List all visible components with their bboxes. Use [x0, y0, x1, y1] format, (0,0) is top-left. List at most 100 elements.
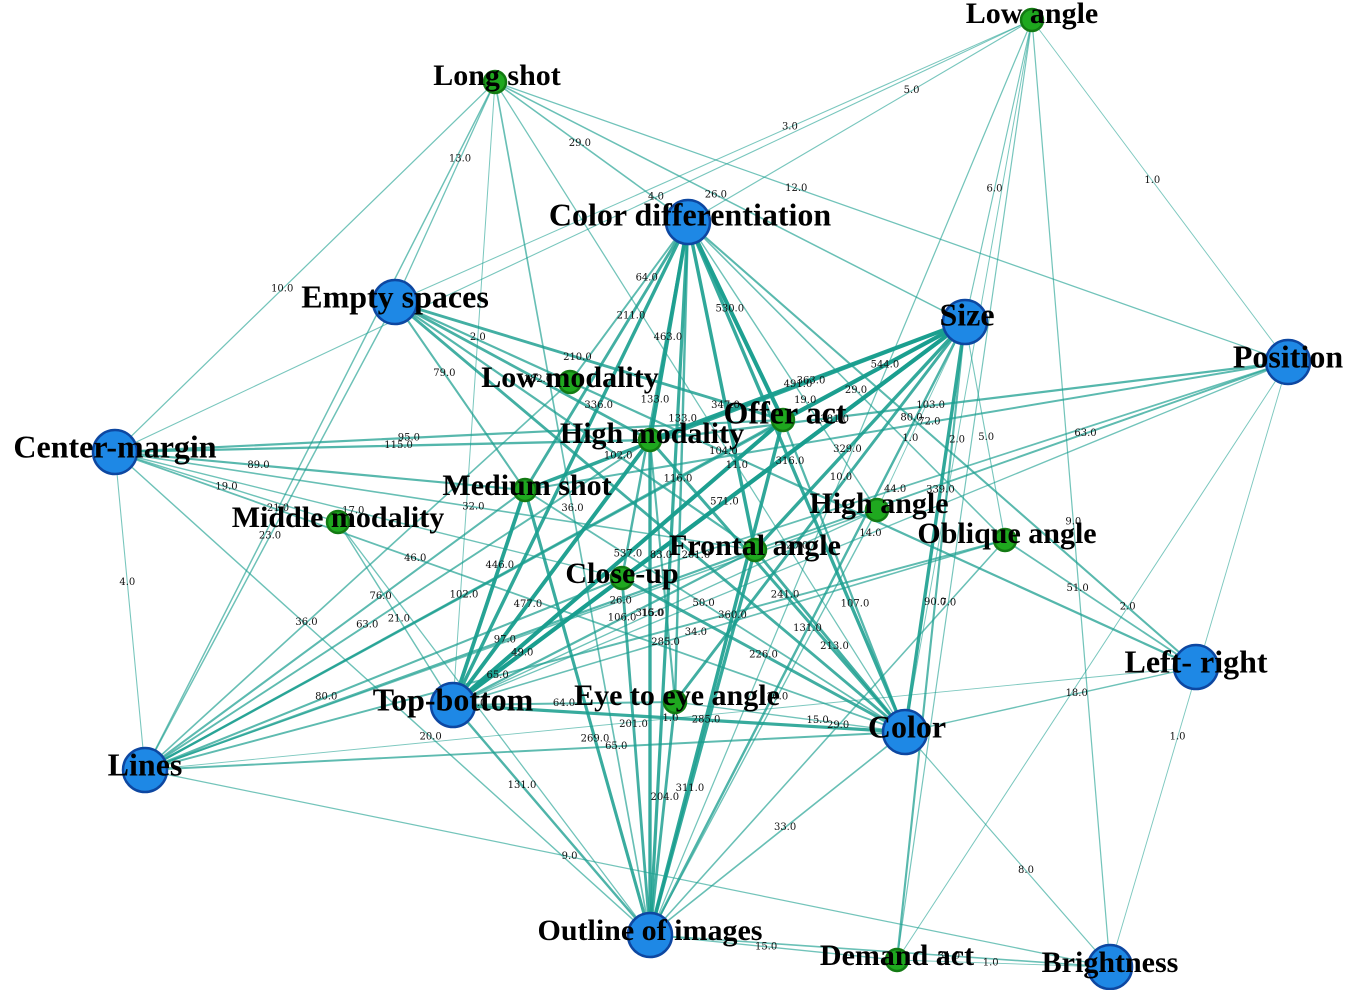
edge-close_up-lines [143, 576, 624, 772]
edge-weight-label: 21.0 [388, 614, 410, 625]
edge-weight-label: 17.0 [342, 506, 364, 517]
edge-weight-label: 1.0 [1170, 732, 1186, 743]
edge-weight-label: 64.0 [553, 698, 575, 709]
edge-oblique_angle-outline [649, 539, 1006, 936]
edge-weight-label: 32.0 [462, 501, 484, 512]
edge-weight-label: 29.0 [569, 138, 591, 149]
node-label-brightness: Brightness [1042, 946, 1179, 979]
edge-weight-label: 131.0 [508, 780, 537, 791]
edge-size-high_angle [876, 321, 966, 511]
node-top-bottom [429, 681, 477, 729]
node-label-middle-modality: Middle modality [232, 501, 445, 534]
edge-weight-label: 102.0 [604, 450, 633, 461]
edge-oblique_angle-lines [144, 539, 1006, 771]
edge-weight-label: 15.0 [806, 715, 828, 726]
edge-weight-label: 131.0 [793, 623, 822, 634]
edge-medium_shot-lines [143, 488, 527, 772]
edge-weight-label: 4.0 [648, 192, 664, 203]
edge-weight-label: 336.0 [584, 400, 613, 411]
edge-weight-label: 339.0 [926, 485, 955, 496]
edge-weight-label: 29.0 [845, 385, 867, 396]
edge-size-frontal_angle [753, 320, 967, 552]
edge-weight-label: 107.0 [841, 599, 870, 610]
edge-left_right-color [904, 666, 1197, 733]
node-left-right [1172, 643, 1220, 691]
edge-low_angle-brightness [1031, 19, 1111, 968]
node-eye-to-eye [662, 689, 688, 715]
edge-empty_spaces-lines [144, 301, 396, 771]
edge-color_diff-close_up [620, 220, 690, 580]
edge-weight-label: 16.0 [641, 608, 663, 619]
edge-weight-label: 10.0 [271, 284, 293, 295]
edge-weight-label: 201.0 [682, 550, 711, 561]
edge-weight-label: 36.0 [295, 617, 317, 628]
edge-center_margin-close_up [114, 451, 623, 579]
edge-low_angle-demand_act [896, 19, 1033, 961]
edge-weight-label: 36.0 [561, 503, 583, 514]
node-label-frontal-angle: Frontal angle [669, 529, 841, 562]
edge-weight-label: 10.0 [830, 472, 852, 483]
edge-weight-label: 19.0 [215, 482, 237, 493]
edge-empty_spaces-offer_act [393, 300, 785, 422]
edge-demand_act-brightness [896, 959, 1111, 968]
edge-close_up-top_bottom [452, 577, 623, 706]
edge-weight-label: 220.0 [780, 541, 809, 552]
edge-offer_act-color [781, 418, 907, 734]
node-label-long-shot: Long shot [433, 59, 561, 92]
edge-weight-label: 90.0 [924, 597, 946, 608]
edge-weight-label: 311.0 [676, 783, 705, 794]
edge-high_modality-color [648, 438, 907, 734]
edge-low_angle-center_margin [114, 19, 1033, 453]
edge-weight-label: 347.0 [711, 400, 740, 411]
nodes-layer [91, 7, 1312, 990]
edge-center_margin-lines [114, 451, 146, 771]
edge-low_angle-outline [649, 19, 1033, 936]
edge-color_diff-outline [648, 220, 690, 937]
edge-weight-label: 11.0 [726, 460, 748, 471]
edge-position-close_up [621, 361, 1289, 579]
edge-size-close_up [620, 320, 967, 580]
node-label-medium-shot: Medium shot [442, 469, 611, 502]
edge-long_shot-empty_spaces [394, 81, 496, 303]
node-low-angle [1019, 7, 1045, 33]
edge-size-medium_shot [523, 320, 967, 492]
edge-weight-label: 360.0 [718, 610, 747, 621]
edge-middle_modality-top_bottom [337, 521, 454, 706]
edge-high_modality-top_bottom [451, 438, 652, 707]
edge-center_margin-color [114, 451, 906, 733]
edge-color_diff-low_modality [569, 221, 689, 383]
node-label-oblique-angle: Oblique angle [917, 517, 1096, 550]
edge-long_shot-top_bottom [452, 81, 496, 706]
edge-weight-label: 316.0 [776, 456, 805, 467]
edge-eye_to_eye-outline [648, 700, 677, 937]
node-medium-shot [512, 477, 538, 503]
edge-frontal_angle-top_bottom [451, 548, 757, 707]
node-high-angle [864, 497, 890, 523]
node-lines [121, 746, 169, 794]
edge-center_margin-high_modality [113, 438, 652, 454]
edge-top_bottom-outline [451, 703, 652, 937]
edge-weight-label: 89.0 [247, 460, 269, 471]
edge-weight-label: 329.0 [833, 444, 862, 455]
edge-color-lines [144, 731, 906, 771]
node-low-modality [557, 369, 583, 395]
edge-weight-label: 23.0 [259, 531, 281, 542]
edge-eye_to_eye-top_bottom [452, 701, 676, 706]
edge-color_diff-frontal_angle [686, 220, 757, 552]
edge-weight-label: 2.0 [1120, 602, 1136, 613]
edge-low_angle-size [964, 19, 1033, 323]
edge-weight-label: 102.0 [450, 590, 479, 601]
edge-weight-label: 4.0 [119, 577, 135, 588]
edge-weight-label: 2.0 [470, 332, 486, 343]
edge-size-color [903, 320, 967, 734]
edge-brightness-outline [649, 934, 1111, 968]
edge-weight-label: 315.0 [636, 608, 665, 619]
edge-empty_spaces-frontal_angle [393, 300, 757, 552]
edge-weight-label: 210.0 [563, 352, 592, 363]
edge-weight-label: 544.0 [871, 360, 900, 371]
edge-weight-label: 269.0 [581, 734, 610, 745]
edge-weight-label: 8.0 [1018, 865, 1034, 876]
edge-low_angle-color [904, 19, 1033, 733]
edge-weight-label: 211.0 [617, 310, 646, 321]
